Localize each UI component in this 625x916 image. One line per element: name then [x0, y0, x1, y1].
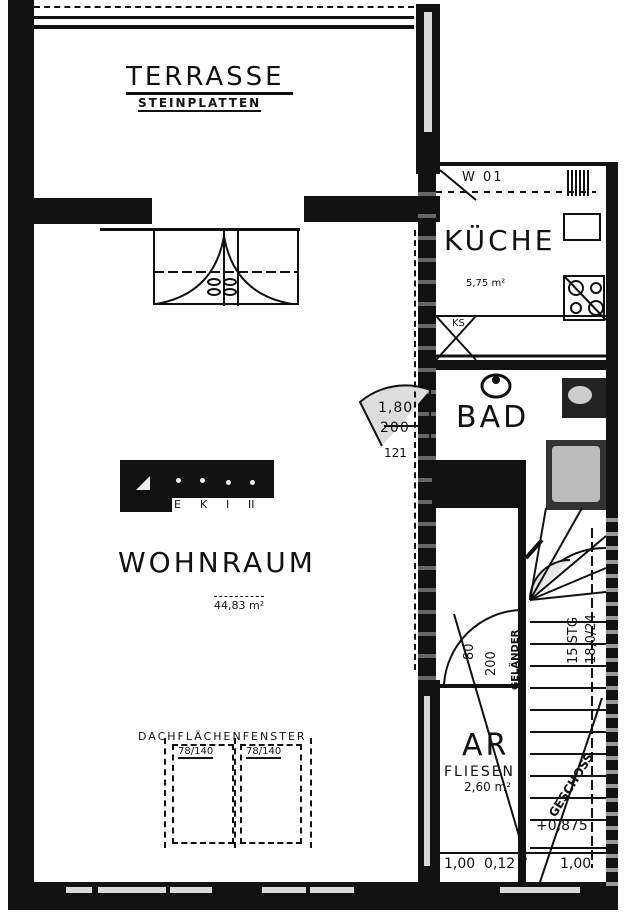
- terrace-railing-bottom: [34, 25, 414, 29]
- storage-room-label: AR: [462, 728, 510, 763]
- bottom-wall-window-5: [310, 887, 354, 893]
- chimney-flue-dot-3: [226, 480, 231, 485]
- storage-door-height: 200: [484, 651, 499, 676]
- terrace-wall-right: [304, 196, 440, 222]
- staircase: [524, 507, 607, 883]
- dimension-bottom-2: 0,12: [484, 856, 516, 872]
- terrace-right-wall-inset: [424, 12, 432, 132]
- stair-steps-count: 15 STG: [566, 617, 581, 664]
- chimney-notch: [172, 498, 274, 512]
- storage-top-wall: [440, 684, 520, 688]
- storage-right-wall: [518, 500, 526, 882]
- chimney-flue-marker: [136, 476, 150, 490]
- toilet-icon: [480, 373, 512, 399]
- skylight-axis-left: [164, 738, 166, 848]
- kitchen-room-label: KÜCHE: [444, 224, 556, 257]
- chimney-flue-dot-2: [200, 478, 205, 483]
- skylight-axis-mid: [234, 738, 236, 848]
- outer-wall-bottom: [8, 882, 618, 910]
- storage-door-swing: [443, 609, 527, 861]
- outer-wall-right-lower: [606, 508, 618, 888]
- terrace-edge-dashed: [34, 6, 414, 8]
- skylights-title: DACHFLÄCHENFENSTER: [138, 730, 307, 743]
- bath-door-swing: [358, 384, 431, 452]
- kitchen-top-wall: [436, 162, 611, 166]
- terrace-subtitle: STEINPLATTEN: [138, 96, 262, 112]
- storage-area: 2,60 m²: [464, 780, 512, 794]
- dimension-line-bottom: [440, 852, 606, 854]
- bath-top-wall: [436, 360, 606, 370]
- chimney-label-ii: II: [248, 498, 255, 511]
- skylight-1: 78/140: [172, 744, 234, 844]
- bath-wall-bottom: [432, 460, 526, 508]
- bathtub-icon: [552, 446, 600, 502]
- terrace-room-label: TERRASSE: [126, 62, 293, 95]
- skylight-2: 78/140: [240, 744, 302, 844]
- kitchen-area: 5,75 m²: [466, 278, 506, 289]
- terrace-wall-left: [34, 198, 152, 224]
- dimension-bottom-1: 1,00: [444, 856, 476, 872]
- storage-floor: FLIESEN: [444, 764, 516, 780]
- bath-door-width: 1,80: [378, 400, 414, 416]
- outer-wall-left: [8, 0, 34, 910]
- kitchen-window-tag: W 01: [462, 170, 504, 185]
- bottom-wall-window-1: [66, 887, 92, 893]
- terrace-door-swing: [153, 229, 299, 306]
- chimney-label-k: K: [200, 498, 208, 511]
- chimney-flue-dot-1: [176, 478, 181, 483]
- stair-railing-label: GELÄNDER: [510, 629, 521, 690]
- bath-door-height: 200: [380, 420, 410, 436]
- skylight-2-size: 78/140: [246, 746, 282, 759]
- bottom-wall-window-2: [98, 887, 166, 893]
- chimney-flue-dot-4: [250, 480, 255, 485]
- living-room-area: 44,83 m²: [214, 596, 265, 612]
- living-room-partition-dashed: [414, 230, 416, 670]
- outer-wall-right-upper: [606, 162, 618, 508]
- bottom-wall-window-6: [500, 887, 580, 893]
- living-room-label: WOHNRAUM: [118, 546, 316, 579]
- storage-left-wall-inset: [424, 696, 430, 866]
- stair-level: +0,875: [536, 818, 588, 834]
- storage-door-width: 80: [462, 643, 477, 660]
- dimension-bottom-3: 1,00: [560, 856, 592, 872]
- kitchen-ks-tag: KS: [452, 318, 465, 329]
- terrace-railing-top: [34, 16, 414, 19]
- bath-door-offset: 121: [384, 446, 407, 460]
- inner-wall-kitchen-left: [418, 174, 436, 714]
- bath-room-label: BAD: [456, 400, 530, 435]
- chimney-label-e: E: [174, 498, 181, 511]
- chimney-label-i: I: [226, 498, 230, 511]
- bottom-wall-window-4: [262, 887, 306, 893]
- stair-step-ratio: 18,0/24: [584, 614, 599, 664]
- bottom-wall-window-3: [170, 887, 212, 893]
- kitchen-fittings: [435, 169, 607, 361]
- washbasin-icon: [568, 386, 592, 404]
- skylight-axis-right: [310, 738, 312, 848]
- skylight-1-size: 78/140: [178, 746, 214, 759]
